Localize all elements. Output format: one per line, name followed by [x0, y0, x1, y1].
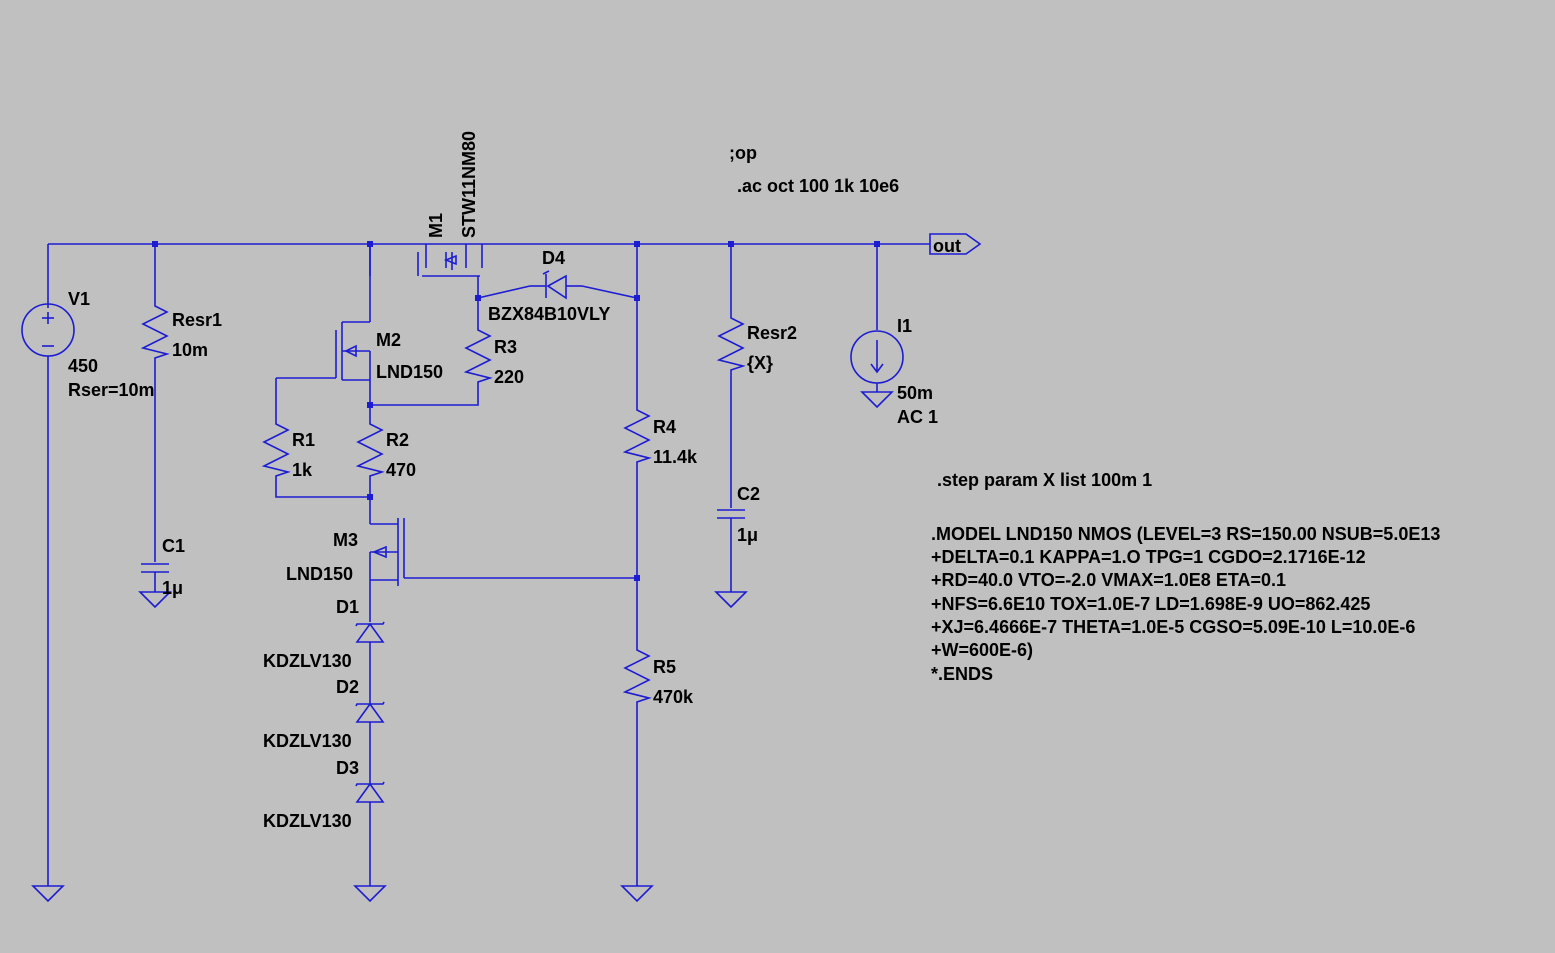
- ac-directive[interactable]: .ac oct 100 1k 10e6: [737, 176, 899, 196]
- resr1-value-label: 10m: [172, 340, 208, 360]
- c1-value-label: 1μ: [162, 578, 183, 598]
- i1-current-source[interactable]: [850, 244, 904, 409]
- c1-capacitor[interactable]: [138, 563, 172, 609]
- d3-zener-diode[interactable]: [353, 781, 387, 903]
- r5-name-label: R5: [653, 657, 676, 677]
- r3-name-label: R3: [494, 337, 517, 357]
- r1-name-label: R1: [292, 430, 315, 450]
- v1-value-label: 450: [68, 356, 98, 376]
- step-directive[interactable]: .step param X list 100m 1: [937, 470, 1152, 490]
- model-directive-block[interactable]: .MODEL LND150 NMOS (LEVEL=3 RS=150.00 NS…: [931, 524, 1440, 684]
- d1-value-label: KDZLV130: [263, 651, 352, 671]
- v1-name-label: V1: [68, 289, 90, 309]
- model-line: +DELTA=0.1 KAPPA=1.O TPG=1 CGDO=2.1716E-…: [931, 547, 1366, 567]
- i1-param-label: AC 1: [897, 407, 938, 427]
- out-net-label: out: [933, 236, 961, 256]
- top-rail-wire: [47, 243, 930, 308]
- c1-name-label: C1: [162, 536, 185, 556]
- m3-mosfet[interactable]: [369, 497, 637, 622]
- m3-name-label: M3: [333, 530, 358, 550]
- r5-resistor[interactable]: [620, 578, 654, 903]
- r1-resistor[interactable]: [261, 378, 370, 498]
- model-line: +NFS=6.6E10 TOX=1.0E-7 LD=1.698E-9 UO=86…: [931, 594, 1370, 614]
- r2-name-label: R2: [386, 430, 409, 450]
- c2-name-label: C2: [737, 484, 760, 504]
- r3-resistor[interactable]: [370, 298, 493, 406]
- d2-name-label: D2: [336, 677, 359, 697]
- d4-value-label: BZX84B10VLY: [488, 304, 610, 324]
- i1-name-label: I1: [897, 316, 912, 336]
- resr1-name-label: Resr1: [172, 310, 222, 330]
- d4-name-label: D4: [542, 248, 565, 268]
- op-directive[interactable]: ;op: [729, 143, 757, 163]
- m1-mosfet[interactable]: [369, 244, 483, 298]
- r4-value-label: 11.4k: [653, 447, 698, 467]
- i1-value-label: 50m: [897, 383, 933, 403]
- resr1-resistor[interactable]: [140, 244, 170, 562]
- resr2-resistor[interactable]: [716, 244, 746, 508]
- c2-capacitor[interactable]: [714, 509, 748, 609]
- v1-voltage-source[interactable]: [21, 303, 75, 886]
- c2-value-label: 1μ: [737, 525, 758, 545]
- model-line: *.ENDS: [931, 664, 993, 684]
- m2-mosfet[interactable]: [276, 244, 371, 405]
- v1-ground-symbol: [31, 885, 65, 903]
- d2-value-label: KDZLV130: [263, 731, 352, 751]
- r3-value-label: 220: [494, 367, 524, 387]
- model-line: +W=600E-6): [931, 640, 1033, 660]
- model-line: .MODEL LND150 NMOS (LEVEL=3 RS=150.00 NS…: [931, 524, 1440, 544]
- d3-name-label: D3: [336, 758, 359, 778]
- r2-resistor[interactable]: [355, 405, 385, 497]
- r4-name-label: R4: [653, 417, 676, 437]
- model-line: +XJ=6.4666E-7 THETA=1.0E-5 CGSO=5.09E-10…: [931, 617, 1415, 637]
- resr2-value-label: {X}: [747, 353, 773, 373]
- r4-resistor[interactable]: [622, 244, 652, 578]
- m2-name-label: M2: [376, 330, 401, 350]
- m2-value-label: LND150: [376, 362, 443, 382]
- out-net-flag[interactable]: [929, 233, 982, 255]
- resr2-name-label: Resr2: [747, 323, 797, 343]
- d2-zener-diode[interactable]: [355, 701, 385, 784]
- model-line: +RD=40.0 VTO=-2.0 VMAX=1.0E8 ETA=0.1: [931, 570, 1286, 590]
- r1-value-label: 1k: [292, 460, 313, 480]
- m1-name-label: M1: [426, 213, 446, 238]
- d4-zener-diode[interactable]: [477, 270, 638, 300]
- d1-name-label: D1: [336, 597, 359, 617]
- d1-zener-diode[interactable]: [355, 621, 385, 704]
- junction-dots: [152, 241, 880, 581]
- m3-value-label: LND150: [286, 564, 353, 584]
- r2-value-label: 470: [386, 460, 416, 480]
- d3-value-label: KDZLV130: [263, 811, 352, 831]
- v1-param-label: Rser=10m: [68, 380, 155, 400]
- r5-value-label: 470k: [653, 687, 694, 707]
- m1-value-label: STW11NM80: [459, 131, 479, 238]
